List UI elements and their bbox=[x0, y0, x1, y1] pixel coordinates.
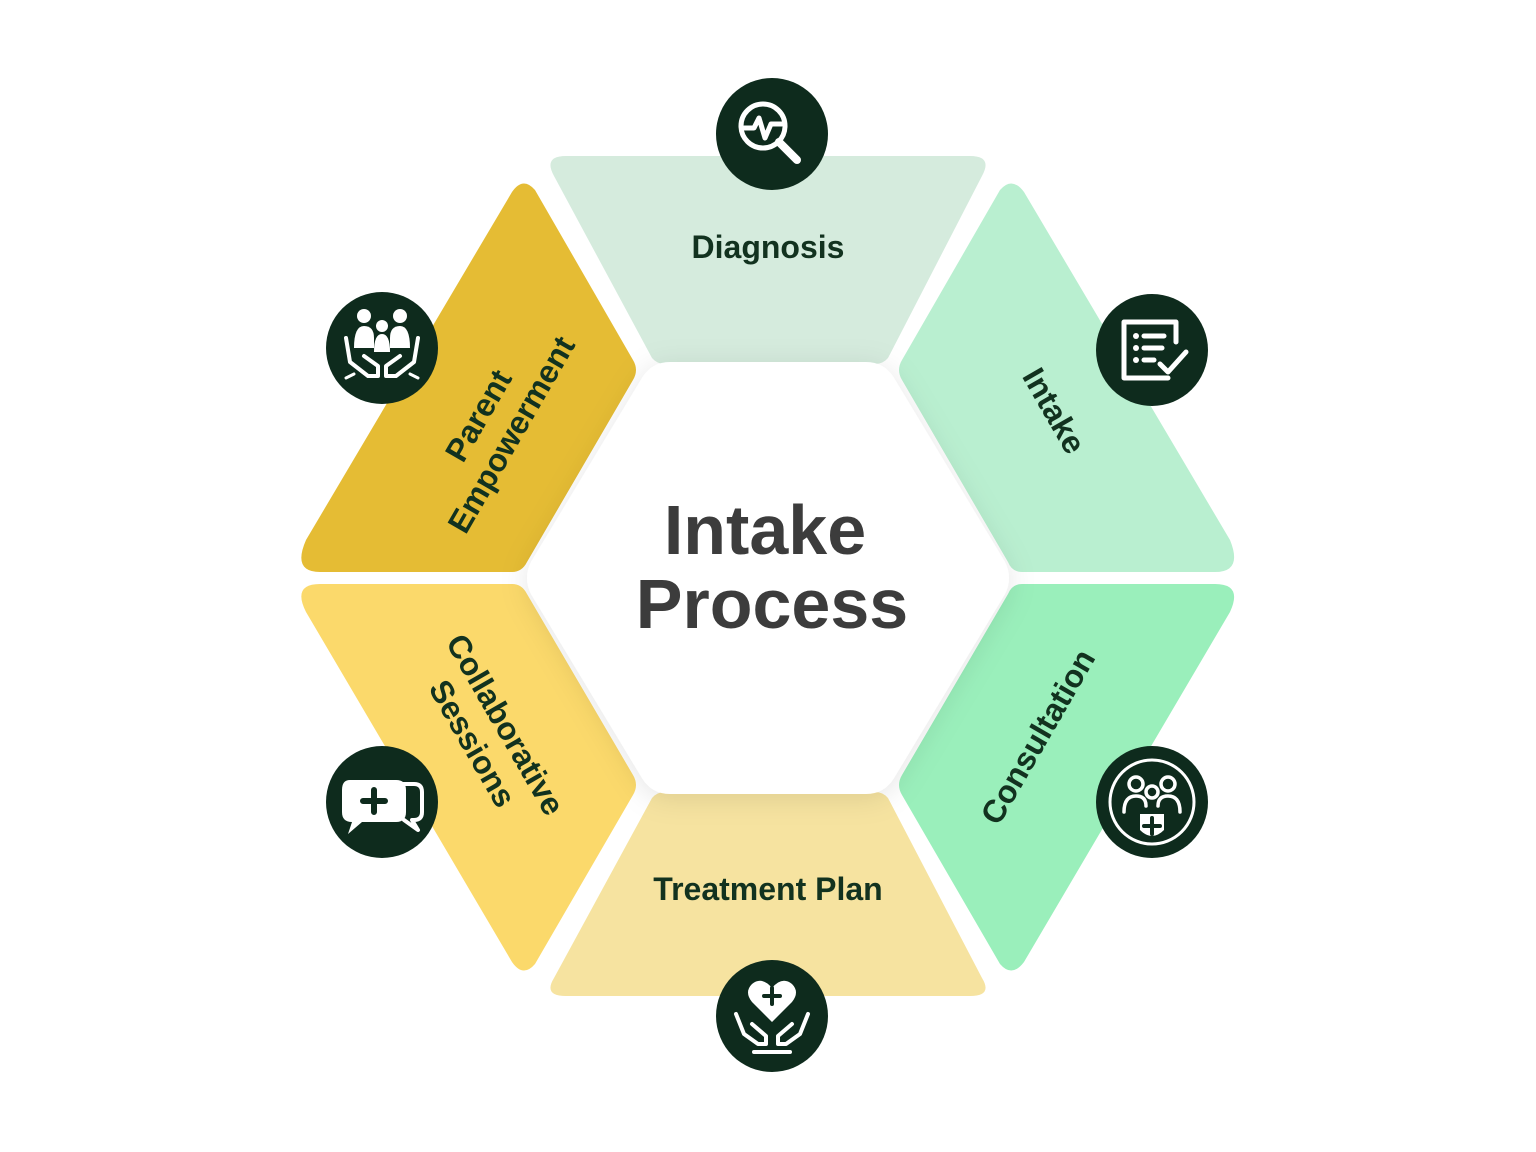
consultation-family-shield-icon bbox=[1096, 746, 1208, 858]
treatment-heart-hands-icon bbox=[716, 960, 828, 1072]
center-title-line1: Intake bbox=[664, 491, 866, 569]
segment-treatment-plan bbox=[550, 792, 986, 996]
collaborative-chat-bubbles-icon bbox=[326, 746, 438, 858]
segment-intake bbox=[899, 183, 1235, 572]
segment-diagnosis bbox=[550, 156, 986, 364]
segment-parent-empowerment bbox=[301, 183, 636, 572]
center-hexagon bbox=[527, 362, 1009, 794]
label-treatment-plan: Treatment Plan bbox=[653, 871, 882, 907]
center-title-line2: Process bbox=[636, 565, 908, 643]
diagnosis-magnifier-pulse-icon bbox=[716, 78, 828, 190]
intake-form-checklist-icon bbox=[1096, 294, 1208, 406]
segment-collaborative-sessions bbox=[301, 584, 636, 971]
segment-consultation bbox=[899, 584, 1235, 971]
parent-empowerment-family-hands-icon bbox=[326, 292, 438, 404]
label-diagnosis: Diagnosis bbox=[692, 229, 845, 265]
